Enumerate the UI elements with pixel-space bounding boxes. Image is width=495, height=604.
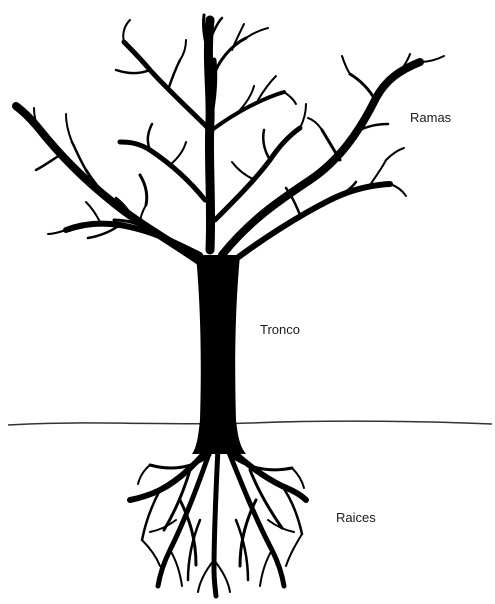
label-branches: Ramas — [410, 110, 452, 125]
label-trunk: Tronco — [260, 322, 300, 337]
trunk — [192, 255, 246, 454]
ground-line — [8, 421, 492, 425]
label-roots: Raices — [336, 510, 376, 525]
roots — [130, 440, 306, 596]
branches — [16, 15, 444, 270]
